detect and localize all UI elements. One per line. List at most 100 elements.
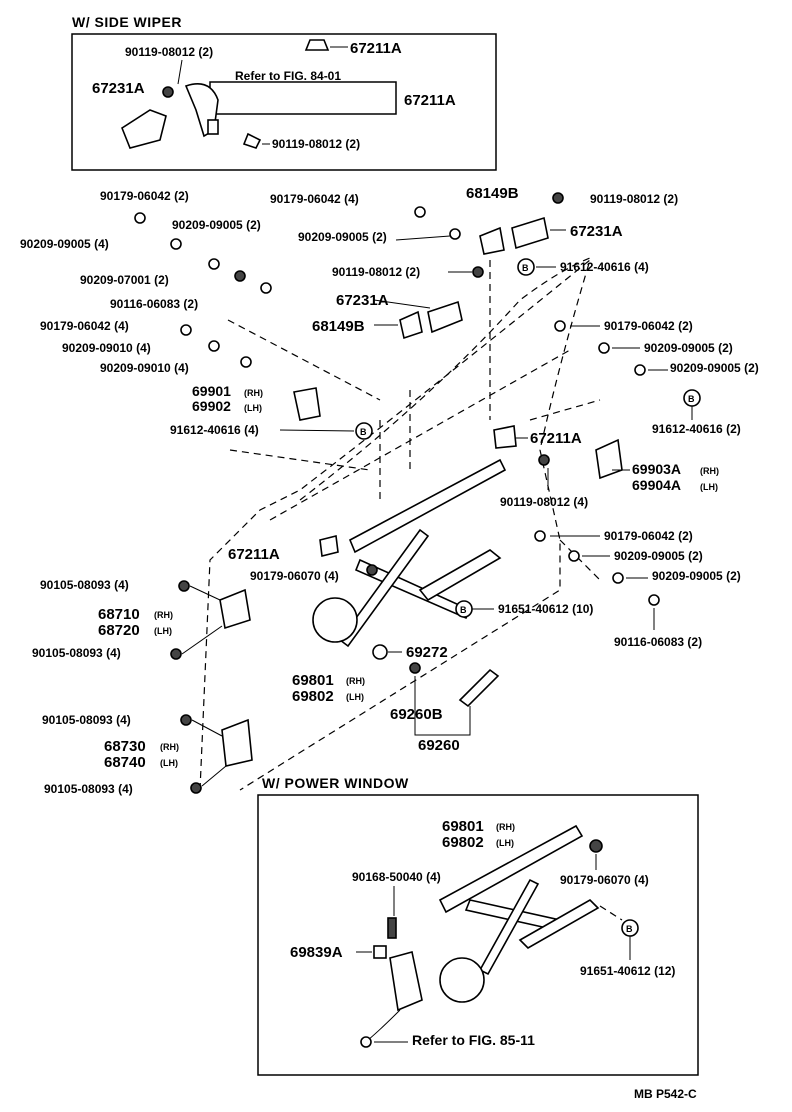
washer-69272 <box>372 644 388 660</box>
label-pw-69802: 69802 <box>442 834 484 851</box>
label: 90209-09005 (2) <box>614 549 703 563</box>
side-rh: (RH) <box>154 610 173 620</box>
side-lh: (LH) <box>496 838 514 848</box>
label: 90179-06042 (2) <box>100 189 189 203</box>
pw-69839a-part <box>373 945 387 959</box>
label: 90209-09010 (4) <box>62 341 151 355</box>
label: 68740 <box>104 754 146 771</box>
leader-69260 <box>414 676 471 736</box>
washer-icon <box>449 228 461 240</box>
label: 90209-09005 (2) <box>298 230 387 244</box>
leader <box>373 299 431 309</box>
label: 91651-40612 (10) <box>498 602 593 616</box>
bolt-icon <box>538 454 550 466</box>
leader-dash <box>559 539 601 581</box>
label: 69802 <box>292 688 334 705</box>
label: 90119-08012 (2) <box>590 192 678 206</box>
regulator-channel <box>418 549 502 602</box>
part-labels: 90179-06042 (2) 90179-06042 (4) 68149B 9… <box>20 185 759 796</box>
label: 69904A <box>632 477 681 493</box>
label: 90209-09005 (2) <box>652 569 741 583</box>
bolt-icon <box>190 782 202 794</box>
washer-icon <box>134 212 146 224</box>
hinge-lower <box>221 718 253 767</box>
label: 68730 <box>104 738 146 755</box>
side-lh: (LH) <box>700 482 718 492</box>
leader-dash <box>529 399 601 421</box>
side-rh: (RH) <box>160 742 179 752</box>
label: 67231A <box>336 292 389 309</box>
bolt-icon <box>552 192 564 204</box>
bolt-icon <box>162 86 174 98</box>
washer-icon <box>240 356 252 368</box>
callout-b-4: B <box>455 600 473 618</box>
side-rh: (RH) <box>346 676 365 686</box>
clip-67211a-lower <box>319 535 339 557</box>
side-lh: (LH) <box>244 403 262 413</box>
label: 68710 <box>98 606 140 623</box>
washer-icon <box>612 572 624 584</box>
svg-text:B: B <box>522 263 529 273</box>
bolt-icon <box>242 132 262 149</box>
label-side-wiper-67211a-top: 67211A <box>350 40 402 57</box>
clip-67211a <box>493 425 517 449</box>
handle-69260b <box>458 668 500 708</box>
washer-icon <box>180 324 192 336</box>
label: 67231A <box>570 223 623 240</box>
wiper-clip <box>207 119 219 135</box>
label: 69901 <box>192 383 231 399</box>
label: 69903A <box>632 461 681 477</box>
side-wiper-section: W/ SIDE WIPER 90119-08012 (2) 67211A 672… <box>71 14 497 171</box>
side-lh: (LH) <box>346 692 364 702</box>
callout-b-3: B <box>683 389 701 407</box>
fig-84-01-bracket <box>209 81 397 115</box>
callout-b-5: B <box>621 919 639 937</box>
label: 90209-07001 (2) <box>80 273 169 287</box>
power-window-frame <box>257 794 699 1076</box>
leader <box>181 625 223 655</box>
label-side-wiper-bolt-bottom: 90119-08012 (2) <box>272 137 360 151</box>
channel-68149b-top <box>479 226 505 255</box>
side-wiper-title: W/ SIDE WIPER <box>72 14 182 30</box>
callout-b-2: B <box>355 422 373 440</box>
label: 90179-06042 (4) <box>270 192 359 206</box>
label: 90119-08012 (2) <box>332 265 420 279</box>
channel-68149b <box>399 310 423 340</box>
leader-dash <box>229 449 371 471</box>
label-pw-69801: 69801 <box>442 818 484 835</box>
side-rh: (RH) <box>700 466 719 476</box>
callout-b-1: B <box>517 258 535 276</box>
nut-icon <box>234 270 246 282</box>
label: 67211A <box>228 546 280 563</box>
svg-text:B: B <box>460 605 467 615</box>
label: 90209-09005 (2) <box>172 218 261 232</box>
washer-icon <box>598 342 610 354</box>
label-pw-screw: 90168-50040 (4) <box>352 870 441 884</box>
label-side-wiper-bolt-top: 90119-08012 (2) <box>125 45 213 59</box>
pw-nut-part <box>589 839 603 853</box>
label: 90209-09005 (2) <box>644 341 733 355</box>
power-window-section: W/ POWER WINDOW 69801 (RH) 69802 (LH) 90… <box>257 775 699 1076</box>
bolt-icon <box>180 714 192 726</box>
pw-regulator-arm <box>478 878 540 976</box>
label-pw-69839a: 69839A <box>290 944 343 961</box>
label: 69272 <box>406 644 448 661</box>
label: 68149B <box>466 185 519 202</box>
bolt-icon <box>178 580 190 592</box>
door-outline <box>199 258 592 791</box>
leader <box>177 59 183 85</box>
pw-regulator-gear <box>439 957 485 1003</box>
svg-text:B: B <box>360 427 367 437</box>
power-window-title: W/ POWER WINDOW <box>262 775 409 791</box>
pw-screw-part <box>387 917 397 939</box>
svg-text:B: B <box>626 924 633 934</box>
washer-icon <box>568 550 580 562</box>
label: 91612-40616 (4) <box>560 260 649 274</box>
door-assembly: B B B B B <box>134 192 701 937</box>
washer-icon <box>414 206 426 218</box>
washer-icon <box>170 238 182 250</box>
nut-icon <box>366 564 378 576</box>
screw-icon <box>260 282 272 294</box>
pw-motor <box>389 951 423 1012</box>
label: 90179-06042 (2) <box>604 319 693 333</box>
